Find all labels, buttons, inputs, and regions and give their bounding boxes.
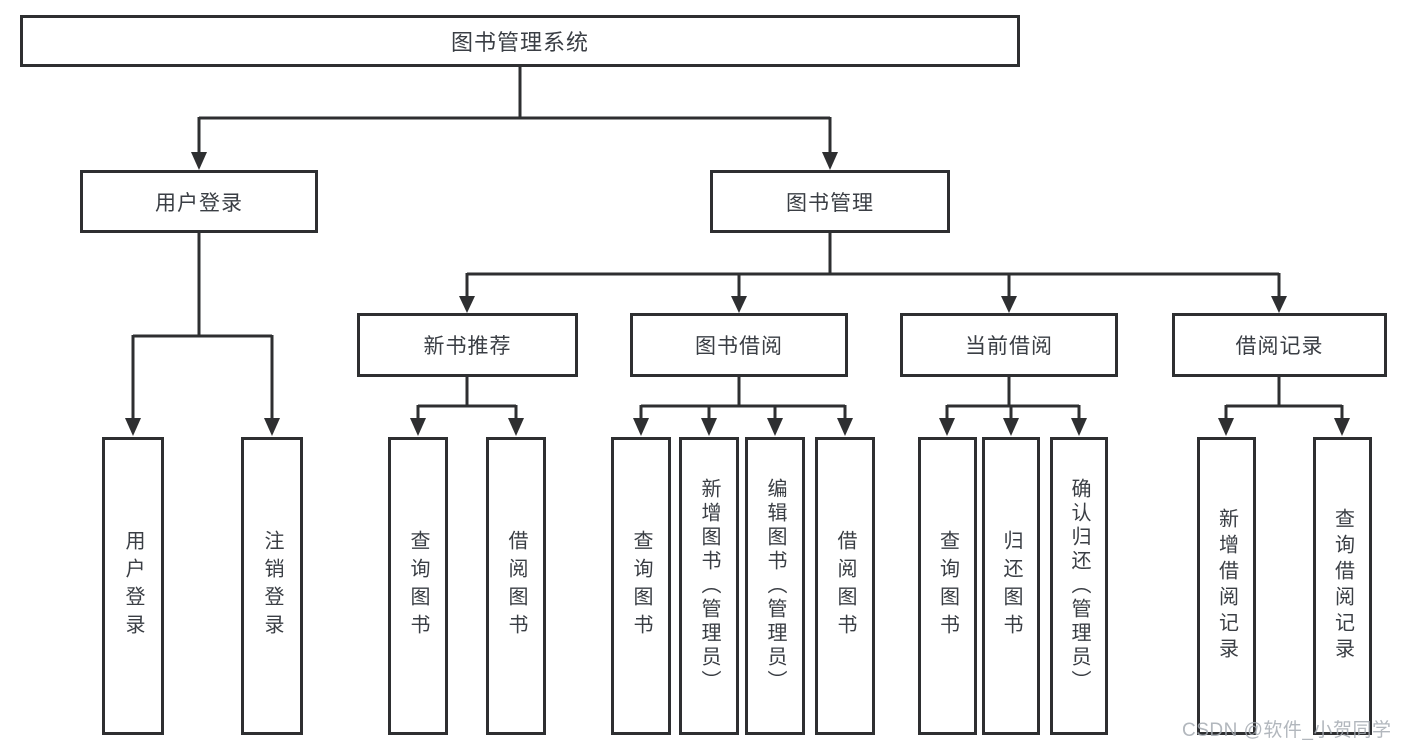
node-borrow-records: 借阅记录 xyxy=(1172,313,1387,377)
leaf-borrow-books: 借阅图书 xyxy=(815,437,875,735)
leaf-edit-books-admin-label: 编辑图书（管理员） xyxy=(764,478,786,694)
node-library-system-label: 图书管理系统 xyxy=(450,30,589,55)
leaf-logout-label: 注销登录 xyxy=(261,530,283,642)
arrowhead-icons xyxy=(125,152,1350,436)
leaf-user-login: 用户登录 xyxy=(102,437,164,735)
node-user-login-label: 用户登录 xyxy=(155,191,243,215)
leaf-current-query-books: 查询图书 xyxy=(918,437,977,735)
leaf-recommend-query-books: 查询图书 xyxy=(388,437,448,735)
node-borrow-records-label: 借阅记录 xyxy=(1235,335,1324,358)
node-new-book-recommend-label: 新书推荐 xyxy=(423,335,512,358)
node-book-management-label: 图书管理 xyxy=(786,191,874,215)
node-book-borrow: 图书借阅 xyxy=(630,313,848,377)
leaf-add-books-admin: 新增图书（管理员） xyxy=(679,437,739,735)
leaf-add-borrow-record: 新增借阅记录 xyxy=(1197,437,1256,735)
leaf-confirm-return-admin-label: 确认归还（管理员） xyxy=(1068,478,1090,694)
leaf-recommend-query-books-label: 查询图书 xyxy=(407,530,429,642)
leaf-add-borrow-record-label: 新增借阅记录 xyxy=(1215,508,1238,664)
leaf-borrow-query-books: 查询图书 xyxy=(611,437,671,735)
leaf-return-books: 归还图书 xyxy=(982,437,1040,735)
csdn-watermark: CSDN @软件_小贺同学 xyxy=(1182,720,1392,741)
node-book-management: 图书管理 xyxy=(710,170,950,233)
leaf-recommend-borrow-books: 借阅图书 xyxy=(486,437,546,735)
leaf-add-books-admin-label: 新增图书（管理员） xyxy=(698,478,720,694)
leaf-borrow-books-label: 借阅图书 xyxy=(834,530,856,642)
leaf-borrow-query-books-label: 查询图书 xyxy=(630,530,652,642)
node-new-book-recommend: 新书推荐 xyxy=(357,313,578,377)
leaf-user-login-label: 用户登录 xyxy=(122,530,144,642)
leaf-edit-books-admin: 编辑图书（管理员） xyxy=(745,437,805,735)
node-book-borrow-label: 图书借阅 xyxy=(695,335,783,358)
leaf-current-query-books-label: 查询图书 xyxy=(936,530,959,642)
leaf-query-borrow-record: 查询借阅记录 xyxy=(1313,437,1372,735)
leaf-return-books-label: 归还图书 xyxy=(1000,530,1022,642)
leaf-query-borrow-record-label: 查询借阅记录 xyxy=(1331,508,1354,664)
node-library-system: 图书管理系统 xyxy=(20,15,1020,67)
node-user-login: 用户登录 xyxy=(80,170,318,233)
leaf-recommend-borrow-books-label: 借阅图书 xyxy=(505,530,527,642)
node-current-borrow-label: 当前借阅 xyxy=(965,335,1053,358)
node-current-borrow: 当前借阅 xyxy=(900,313,1118,377)
leaf-confirm-return-admin: 确认归还（管理员） xyxy=(1050,437,1108,735)
leaf-logout: 注销登录 xyxy=(241,437,303,735)
